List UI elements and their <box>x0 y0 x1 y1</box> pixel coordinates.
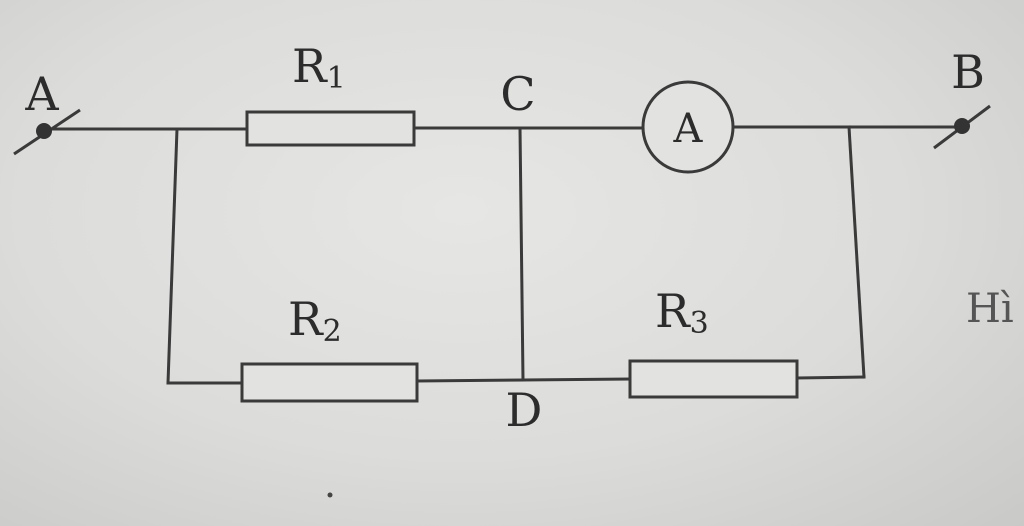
resistor-r3 <box>628 359 799 399</box>
wire-r2-d <box>415 378 525 383</box>
resistor-r1-sub: 1 <box>327 61 346 96</box>
paper-speck <box>327 492 333 498</box>
resistor-label-r1: R1 <box>292 39 346 96</box>
wire-r3-right <box>795 375 866 380</box>
resistor-r3-letter: R <box>655 284 691 338</box>
resistor-r2-letter: R <box>288 292 324 346</box>
node-label-a: A <box>24 67 59 121</box>
terminal-a-icon <box>36 123 52 139</box>
resistor-label-r2: R2 <box>288 292 342 349</box>
wire-c-d <box>518 126 525 382</box>
wire-right-vertical <box>847 125 866 379</box>
side-text: Hì <box>966 286 1014 332</box>
resistor-label-r3: R3 <box>655 284 709 341</box>
ammeter-label: A <box>673 106 704 152</box>
ammeter-icon <box>641 80 735 174</box>
resistor-r1-letter: R <box>292 39 328 93</box>
resistor-r1 <box>245 110 416 147</box>
resistor-r3-sub: 3 <box>690 306 709 341</box>
node-label-b: B <box>951 45 985 99</box>
wire-d-r3 <box>521 377 632 382</box>
terminal-b-icon <box>954 118 970 134</box>
wire-left-vertical <box>166 127 179 385</box>
resistor-r2 <box>240 362 419 403</box>
resistor-r2-sub: 2 <box>323 314 342 349</box>
node-label-d: D <box>506 383 543 437</box>
node-label-c: C <box>500 67 535 121</box>
